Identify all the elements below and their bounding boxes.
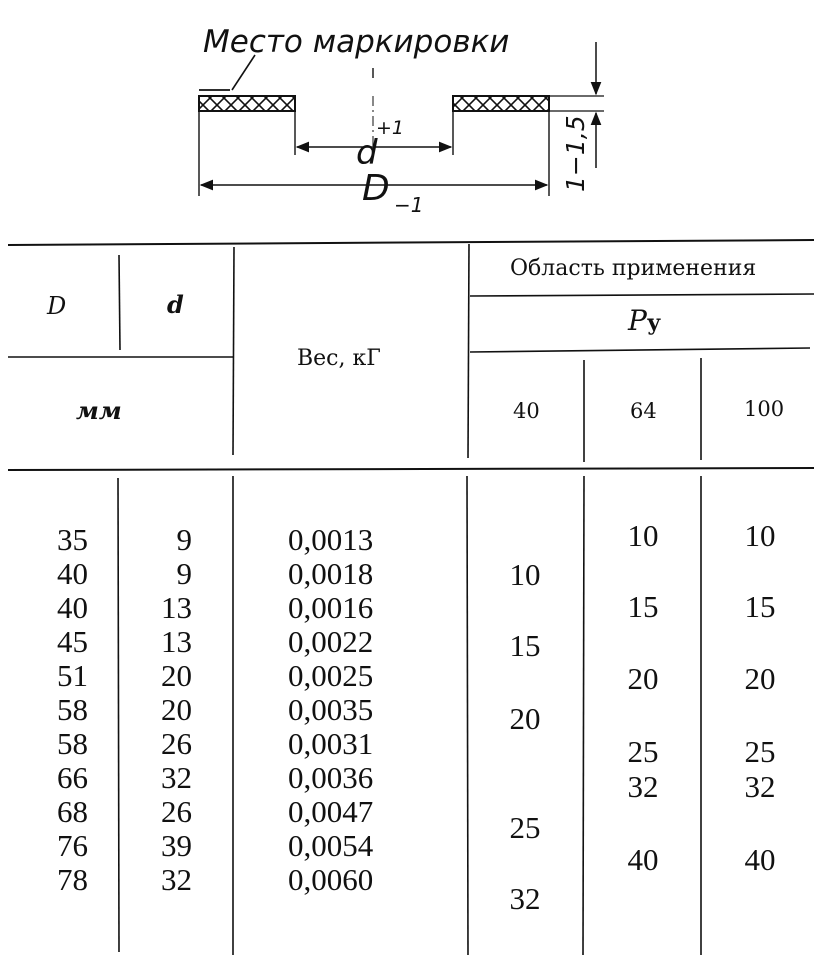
p64-value: 32 — [627, 769, 659, 804]
cell-weight: 0,0016 — [288, 590, 374, 625]
gasket-section-left — [198, 95, 296, 112]
col-weight: 0,0013 0,0018 0,0016 0,0022 0,0025 0,003… — [288, 523, 438, 897]
cell-d: 39 — [161, 828, 192, 863]
gasket-section-right — [452, 95, 550, 112]
vline-D-d — [118, 254, 121, 351]
cell-d: 20 — [161, 658, 192, 693]
pressure-subscript: у — [646, 310, 661, 336]
cell-D: 51 — [57, 658, 88, 693]
p64-value: 25 — [627, 734, 659, 769]
cell-D: 68 — [57, 794, 88, 829]
cell-D: 66 — [57, 760, 88, 795]
cell-D: 58 — [57, 726, 88, 761]
header-pressure: Pу — [628, 304, 661, 337]
cell-weight: 0,0047 — [288, 794, 374, 829]
header-application: Область применения — [510, 256, 757, 281]
body-vline-4 — [582, 475, 585, 956]
cell-weight: 0,0018 — [288, 556, 374, 591]
col-D: 35 40 40 45 51 58 58 66 68 76 78 — [18, 523, 88, 897]
gasket-drawing: Место маркировки d +1 D −1 1−1,5 — [198, 24, 604, 217]
header-unit: мм — [76, 396, 122, 425]
cell-D: 40 — [57, 556, 88, 591]
p100-value: 40 — [744, 842, 776, 877]
cell-weight: 0,0013 — [288, 522, 374, 557]
table-top-rule — [7, 239, 815, 246]
cell-weight: 0,0035 — [288, 692, 374, 727]
p40-value: 20 — [509, 701, 541, 736]
header-p40: 40 — [513, 399, 540, 423]
inner-dimension-tolerance: +1 — [376, 117, 404, 139]
cell-d: 26 — [161, 794, 192, 829]
p100-value: 15 — [744, 589, 776, 624]
header-d: d — [167, 290, 184, 319]
p64-value: 20 — [627, 661, 659, 696]
cell-weight: 0,0025 — [288, 658, 374, 693]
p40-value: 32 — [509, 881, 541, 916]
p64-value: 10 — [627, 518, 659, 553]
p40-value: 15 — [509, 628, 541, 663]
cell-weight: 0,0036 — [288, 760, 374, 795]
header-p64: 64 — [630, 399, 657, 423]
cell-D: 35 — [57, 522, 88, 557]
pressure-symbol: P — [628, 304, 647, 337]
cell-d: 32 — [161, 862, 192, 897]
pressure-rule — [469, 347, 811, 353]
cell-d: 9 — [176, 522, 193, 557]
body-vline-1 — [117, 477, 120, 953]
cell-D: 76 — [57, 828, 88, 863]
inner-dimension-symbol: d — [356, 133, 378, 173]
p40-value: 25 — [509, 810, 541, 845]
cell-d: 9 — [176, 556, 193, 591]
cell-d: 32 — [161, 760, 192, 795]
outer-dimension-tolerance: −1 — [394, 193, 423, 217]
cell-d: 13 — [161, 590, 192, 625]
vline-dims-weight — [232, 246, 235, 456]
thickness-label: 1−1,5 — [561, 115, 590, 192]
p100-value: 20 — [744, 661, 776, 696]
cell-weight: 0,0031 — [288, 726, 374, 761]
cell-d: 20 — [161, 692, 192, 727]
marking-leader-line — [231, 54, 256, 91]
outer-dimension-symbol: D — [362, 168, 390, 209]
cell-d: 13 — [161, 624, 192, 659]
header-p100: 100 — [744, 397, 785, 421]
col-d: 9 9 13 13 20 20 26 32 26 39 32 — [140, 523, 192, 897]
body-vline-3 — [466, 475, 469, 956]
p40-value: 10 — [509, 557, 541, 592]
cell-weight: 0,0060 — [288, 862, 374, 897]
cell-D: 58 — [57, 692, 88, 727]
vline-weight-app — [467, 243, 470, 459]
header-D: D — [47, 292, 67, 320]
cell-D: 45 — [57, 624, 88, 659]
p100-value: 10 — [744, 518, 776, 553]
p100-value: 25 — [744, 734, 776, 769]
p100-value: 32 — [744, 769, 776, 804]
cell-weight: 0,0054 — [288, 828, 374, 863]
header-weight: Вес, кГ — [297, 346, 381, 371]
cell-D: 78 — [57, 862, 88, 897]
application-rule — [469, 293, 815, 297]
cell-D: 40 — [57, 590, 88, 625]
cell-weight: 0,0022 — [288, 624, 374, 659]
p64-value: 15 — [627, 589, 659, 624]
marking-place-label: Место маркировки — [203, 24, 509, 60]
header-bottom-rule — [7, 467, 815, 471]
p64-value: 40 — [627, 842, 659, 877]
cell-d: 26 — [161, 726, 192, 761]
